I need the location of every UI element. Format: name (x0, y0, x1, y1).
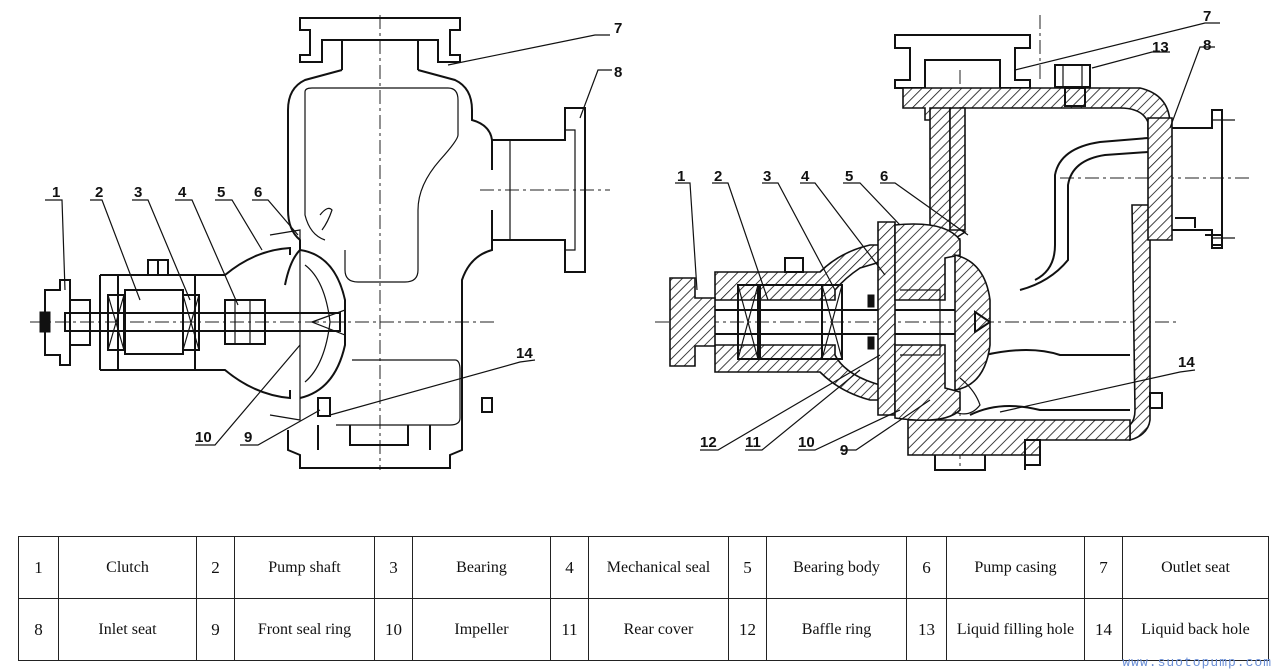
part-number: 5 (728, 536, 767, 599)
part-number: 8 (18, 598, 59, 661)
left-pump-view (30, 15, 610, 470)
part-name: Pump shaft (234, 536, 375, 599)
part-name: Liquid filling hole (946, 598, 1085, 661)
part-number: 12 (728, 598, 767, 661)
part-name: Mechanical seal (588, 536, 729, 599)
part-name: Outlet seat (1122, 536, 1269, 599)
callout-13-right: 13 (1152, 39, 1169, 56)
callout-4-right: 4 (801, 168, 810, 185)
callout-5-right: 5 (845, 168, 853, 185)
part-name: Clutch (58, 536, 197, 599)
part-number: 4 (550, 536, 589, 599)
part-name: Bearing (412, 536, 551, 599)
callout-9-left: 9 (244, 429, 252, 446)
callout-10-right: 10 (798, 434, 815, 451)
callout-7-right: 7 (1203, 8, 1211, 25)
callout-4-left: 4 (178, 184, 187, 201)
parts-row-2: 8 Inlet seat 9 Front seal ring 10 Impell… (18, 598, 1269, 661)
part-number: 6 (906, 536, 947, 599)
left-leaders (45, 34, 612, 446)
part-number: 10 (374, 598, 413, 661)
callout-12-right: 12 (700, 434, 717, 451)
watermark-text: www.suotopump.com (1122, 655, 1272, 670)
callout-11-right: 11 (745, 434, 761, 451)
callout-5-left: 5 (217, 184, 225, 201)
part-number: 9 (196, 598, 235, 661)
pump-diagram: 1 2 3 4 5 6 7 8 9 10 14 1 2 3 4 5 6 7 8 … (30, 8, 1250, 471)
part-name: Baffle ring (766, 598, 907, 661)
part-number: 14 (1084, 598, 1123, 661)
part-name: Front seal ring (234, 598, 375, 661)
callout-labels-left: 1 2 3 4 5 6 7 8 9 10 14 (52, 20, 622, 446)
callout-3-right: 3 (763, 168, 771, 185)
callout-14-left: 14 (516, 345, 533, 362)
part-number: 11 (550, 598, 589, 661)
callout-1-right: 1 (677, 168, 685, 185)
part-name: Liquid back hole (1122, 598, 1269, 661)
callout-9-right: 9 (840, 442, 848, 459)
callout-7-left: 7 (614, 20, 622, 37)
part-number: 7 (1084, 536, 1123, 599)
callout-6-left: 6 (254, 184, 262, 201)
part-number: 2 (196, 536, 235, 599)
part-name: Impeller (412, 598, 551, 661)
part-number: 1 (18, 536, 59, 599)
right-leaders (675, 22, 1220, 451)
callout-14-right: 14 (1178, 354, 1195, 371)
part-name: Rear cover (588, 598, 729, 661)
parts-row-1: 1 Clutch 2 Pump shaft 3 Bearing 4 Mechan… (18, 536, 1269, 599)
part-name: Inlet seat (58, 598, 197, 661)
part-name: Pump casing (946, 536, 1085, 599)
part-number: 13 (906, 598, 947, 661)
callout-8-right: 8 (1203, 37, 1211, 54)
parts-table: 1 Clutch 2 Pump shaft 3 Bearing 4 Mechan… (18, 536, 1269, 661)
callout-labels-right: 1 2 3 4 5 6 7 8 9 10 11 12 13 14 (677, 8, 1211, 459)
part-number: 3 (374, 536, 413, 599)
callout-8-left: 8 (614, 64, 622, 81)
callout-2-left: 2 (95, 184, 103, 201)
part-name: Bearing body (766, 536, 907, 599)
callout-3-left: 3 (134, 184, 142, 201)
callout-1-left: 1 (52, 184, 60, 201)
callout-2-right: 2 (714, 168, 722, 185)
callout-10-left: 10 (195, 429, 212, 446)
right-pump-view (655, 15, 1250, 471)
callout-6-right: 6 (880, 168, 888, 185)
